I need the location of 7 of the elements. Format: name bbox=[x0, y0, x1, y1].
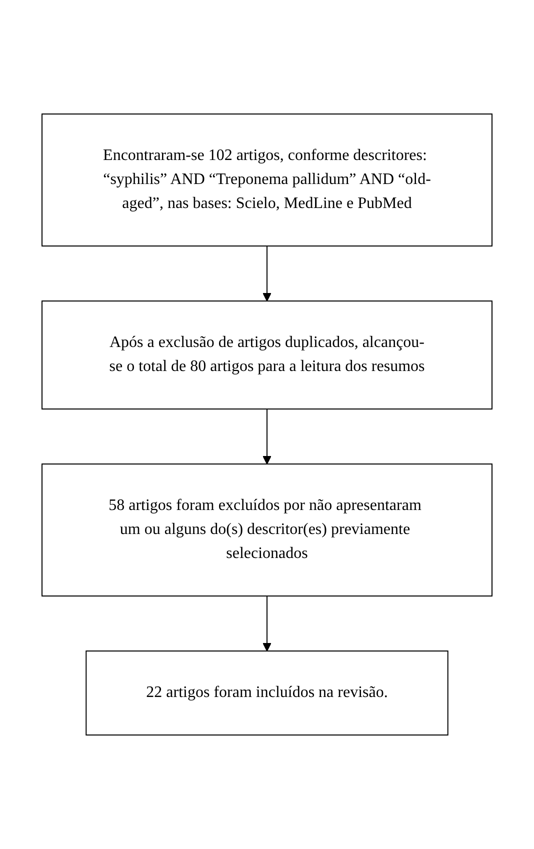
arrow bbox=[262, 596, 272, 652]
arrow bbox=[262, 408, 272, 464]
node-box: 58 artigos foram excluídos por não apresentaram um ou alguns do(s) descritor(es) previamente selecionados bbox=[42, 464, 492, 596]
arrow bbox=[262, 246, 272, 302]
node-box: Encontraram-se 102 artigos, conforme descritores: “syphilis” AND “Treponema pallidum” AND “old-aged”, nas bases: Scielo, MedLine e PubMed bbox=[42, 114, 492, 246]
node-box: 22 artigos foram incluídos na revisão. bbox=[86, 650, 448, 736]
node-box: Após a exclusão de artigos duplicados, alcançou-se o total de 80 artigos para a leitura dos resumos bbox=[42, 300, 492, 410]
